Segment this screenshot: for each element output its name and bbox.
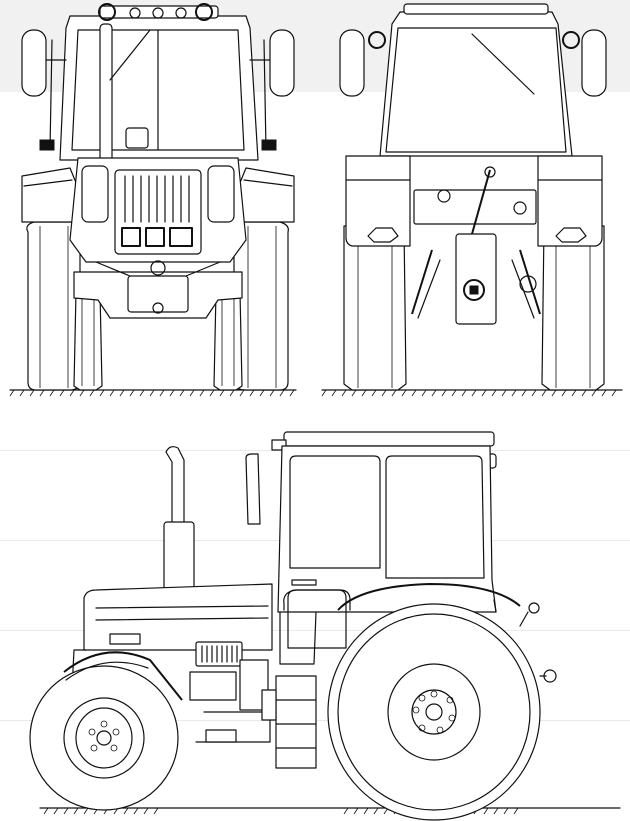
front-view-roof-lights [98,3,213,21]
side-view-front-fender [63,651,183,701]
rear-view-fender-right [537,155,603,247]
side-view-grille [195,641,243,667]
side-view-front-wheel [29,665,179,811]
rear-view-mirror-right [581,29,607,97]
front-view-handrails [39,39,277,151]
rear-view-hitch [411,166,541,325]
side-view-exhaust-pipe [163,446,195,593]
rear-view-cab [368,3,580,157]
front-view-headlights [81,165,235,223]
front-view-front-axle [73,260,243,319]
side-view-steps [261,675,317,769]
rear-view-wheel-right [541,225,605,391]
front-view-grille [114,169,202,255]
rear-view-mirror-left [339,29,365,97]
side-view-rear-hitch [519,602,557,683]
ground-line [39,807,621,815]
front-view-exhaust-pipe [99,23,151,181]
side-view-door [279,589,347,665]
front-view-mirror-right [249,29,295,97]
rear-view-fender-left [345,155,411,247]
side-view-rear-wheel [327,603,541,821]
side-view-hood [71,583,273,691]
side-view-cab [245,431,497,613]
side-view-engine-block [189,659,271,743]
front-view-front-wheel-right [213,291,243,391]
rear-view-wheel-left [343,225,407,391]
side-view-rear-fender [337,583,521,613]
front-view-mirror-left [21,29,67,97]
